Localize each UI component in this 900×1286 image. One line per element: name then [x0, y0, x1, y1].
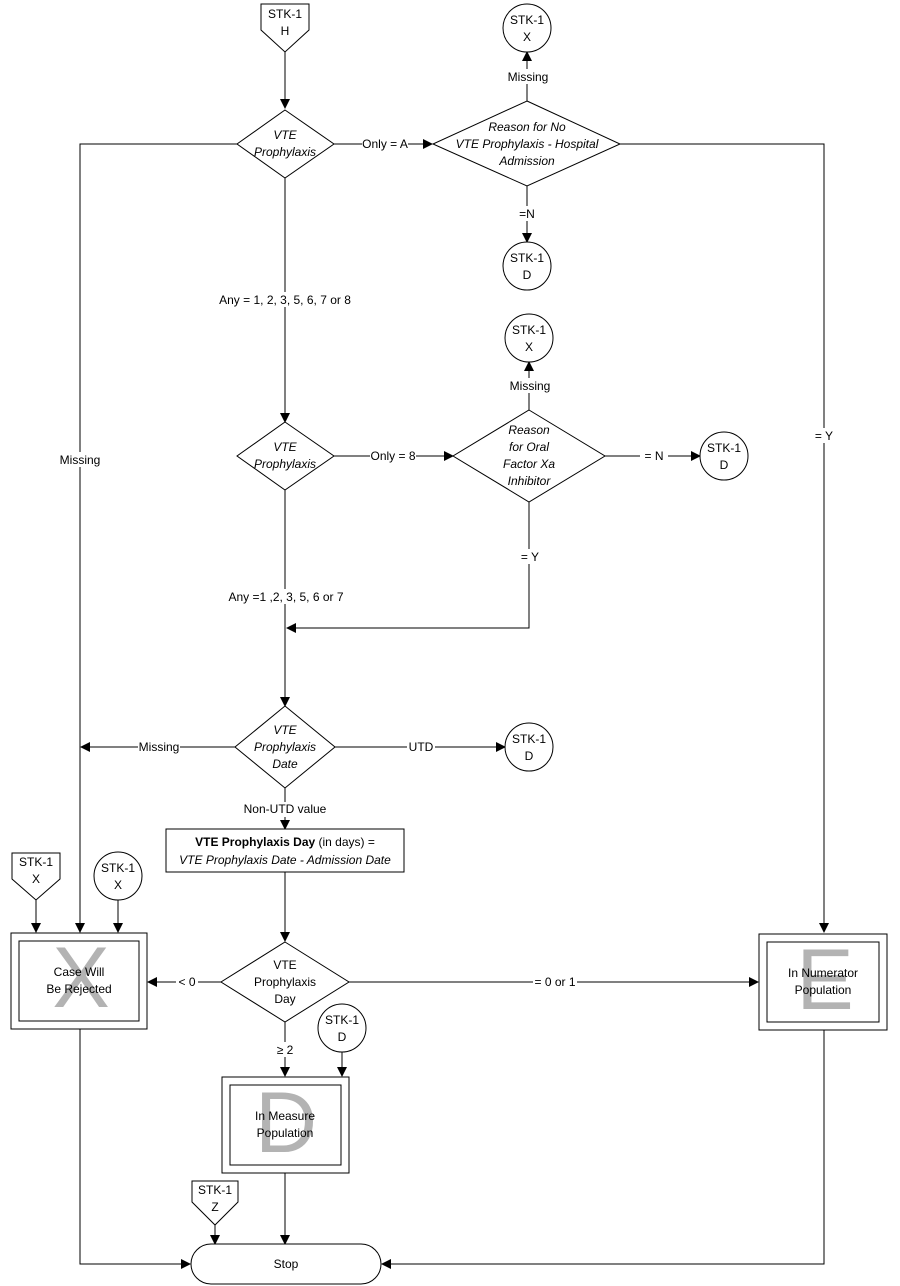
- process-line1: VTE Prophylaxis Day (in days) =: [195, 835, 375, 849]
- connector-x-left[interactable]: STK-1 X: [93, 851, 143, 901]
- decision-text: Admission: [498, 154, 555, 168]
- outcome-text: Be Rejected: [46, 982, 111, 996]
- decision-text: Inhibitor: [508, 474, 552, 488]
- connector-text: Z: [211, 1200, 218, 1214]
- connector-text: STK-1: [101, 861, 135, 875]
- edge-vte1-missing: [75, 143, 237, 933]
- connector-text: X: [525, 340, 533, 354]
- connector-d-measure[interactable]: STK-1 D: [317, 1003, 367, 1053]
- label-only-a: Only = A: [362, 137, 408, 151]
- label-ge2: ≥ 2: [277, 1043, 294, 1057]
- connector-text: STK-1: [268, 7, 302, 21]
- decision-text: VTE: [273, 958, 296, 972]
- offpage-connector-h[interactable]: STK-1 H: [260, 3, 310, 53]
- decision-text: Prophylaxis: [254, 740, 316, 754]
- edge-labels: Only = A Missing =N = Y Missing Any = 1,…: [58, 69, 836, 1057]
- outcome-case-rejected[interactable]: X Case Will Be Rejected: [10, 930, 148, 1030]
- decision-text: Date: [272, 757, 298, 771]
- offpage-connector-x[interactable]: STK-1 X: [11, 852, 61, 901]
- edge-oral-y: [286, 502, 530, 633]
- outcome-text: Population: [795, 983, 852, 997]
- connector-text: STK-1: [512, 323, 546, 337]
- decision-text: for Oral: [509, 440, 549, 454]
- outcome-text: Population: [257, 1126, 314, 1140]
- decision-text: Factor Xa: [503, 457, 555, 471]
- label-eq-0-1: = 0 or 1: [534, 975, 575, 989]
- connector-text: STK-1: [512, 732, 546, 746]
- edge-rejected-to-stop: [79, 1029, 191, 1269]
- connector-text: STK-1: [510, 13, 544, 27]
- edge-numerator-to-stop: [381, 1029, 825, 1269]
- label-any-1-8: Any = 1, 2, 3, 5, 6, 7 or 8: [219, 293, 351, 307]
- label-eq-y-oral: = Y: [521, 550, 539, 564]
- label-only-8: Only = 8: [370, 449, 415, 463]
- decision-vte-prophylaxis-2[interactable]: VTE Prophylaxis: [236, 421, 335, 491]
- edges: [31, 51, 829, 1269]
- decision-text: VTE: [273, 723, 297, 737]
- decision-text: Prophylaxis: [254, 145, 316, 159]
- connector-text: X: [523, 30, 531, 44]
- label-missing-left: Missing: [60, 453, 101, 467]
- decision-text: Prophylaxis: [254, 457, 316, 471]
- label-missing-date: Missing: [139, 740, 180, 754]
- connector-x-oral[interactable]: STK-1 X: [504, 313, 554, 363]
- connector-text: STK-1: [707, 441, 741, 455]
- connector-text: H: [281, 24, 290, 38]
- label-any-1-7: Any =1 ,2, 3, 5, 6 or 7: [228, 590, 343, 604]
- outcome-text: In Numerator: [788, 966, 858, 980]
- connector-d-date[interactable]: STK-1 D: [504, 722, 554, 772]
- connector-text: STK-1: [510, 251, 544, 265]
- decision-text: VTE Prophylaxis - Hospital: [456, 137, 599, 151]
- edge-reason-y: [620, 143, 829, 933]
- process-calc-vte-day[interactable]: VTE Prophylaxis Day (in days) = VTE Prop…: [165, 828, 405, 873]
- connector-d-oral[interactable]: STK-1 D: [699, 431, 749, 481]
- label-missing-reason: Missing: [508, 70, 549, 84]
- decision-text: Day: [274, 992, 295, 1006]
- label-utd: UTD: [409, 740, 434, 754]
- outcome-text: In Measure: [255, 1109, 315, 1123]
- decision-text: Prophylaxis: [254, 975, 316, 989]
- decision-reason-oral-factor-xa[interactable]: Reason for Oral Factor Xa Inhibitor: [452, 409, 606, 503]
- decision-text: Reason: [508, 423, 550, 437]
- label-eq-n-reason: =N: [519, 207, 535, 221]
- outcome-numerator-population[interactable]: E In Numerator Population: [758, 932, 888, 1031]
- decision-text: VTE: [273, 440, 297, 454]
- connector-text: STK-1: [19, 855, 53, 869]
- terminator-stop[interactable]: Stop: [190, 1243, 382, 1285]
- connector-text: D: [523, 268, 532, 282]
- process-normal-text: (in days) =: [315, 835, 375, 849]
- watermark-e: E: [796, 932, 853, 1028]
- watermark-d: D: [255, 1075, 317, 1171]
- process-line2: VTE Prophylaxis Date - Admission Date: [179, 853, 391, 867]
- connector-text: D: [720, 458, 729, 472]
- outcome-measure-population[interactable]: D In Measure Population: [221, 1075, 350, 1174]
- connector-text: D: [338, 1030, 347, 1044]
- stop-text: Stop: [274, 1257, 299, 1271]
- connector-x-top[interactable]: STK-1 X: [502, 3, 552, 53]
- decision-reason-no-vte[interactable]: Reason for No VTE Prophylaxis - Hospital…: [431, 100, 622, 187]
- process-bold-text: VTE Prophylaxis Day: [195, 835, 315, 849]
- decision-vte-prophylaxis-day[interactable]: VTE Prophylaxis Day: [220, 941, 350, 1023]
- label-eq-y-right: = Y: [815, 429, 833, 443]
- watermark-x: X: [52, 930, 109, 1026]
- decision-text: Reason for No: [488, 120, 566, 134]
- connector-d-reason[interactable]: STK-1 D: [502, 241, 552, 291]
- decision-vte-prophylaxis-1[interactable]: VTE Prophylaxis: [236, 109, 335, 179]
- outcome-text: Case Will: [54, 965, 105, 979]
- label-lt0: < 0: [178, 975, 195, 989]
- connector-text: STK-1: [198, 1183, 232, 1197]
- decision-text: VTE: [273, 128, 297, 142]
- decision-vte-prophylaxis-date[interactable]: VTE Prophylaxis Date: [234, 705, 336, 789]
- connector-text: STK-1: [325, 1013, 359, 1027]
- label-non-utd: Non-UTD value: [244, 802, 327, 816]
- offpage-connector-z[interactable]: STK-1 Z: [191, 1180, 239, 1226]
- label-eq-n-oral: = N: [644, 449, 663, 463]
- connector-text: D: [525, 749, 534, 763]
- connector-text: X: [114, 878, 122, 892]
- connector-text: X: [32, 872, 40, 886]
- label-missing-oral: Missing: [510, 379, 551, 393]
